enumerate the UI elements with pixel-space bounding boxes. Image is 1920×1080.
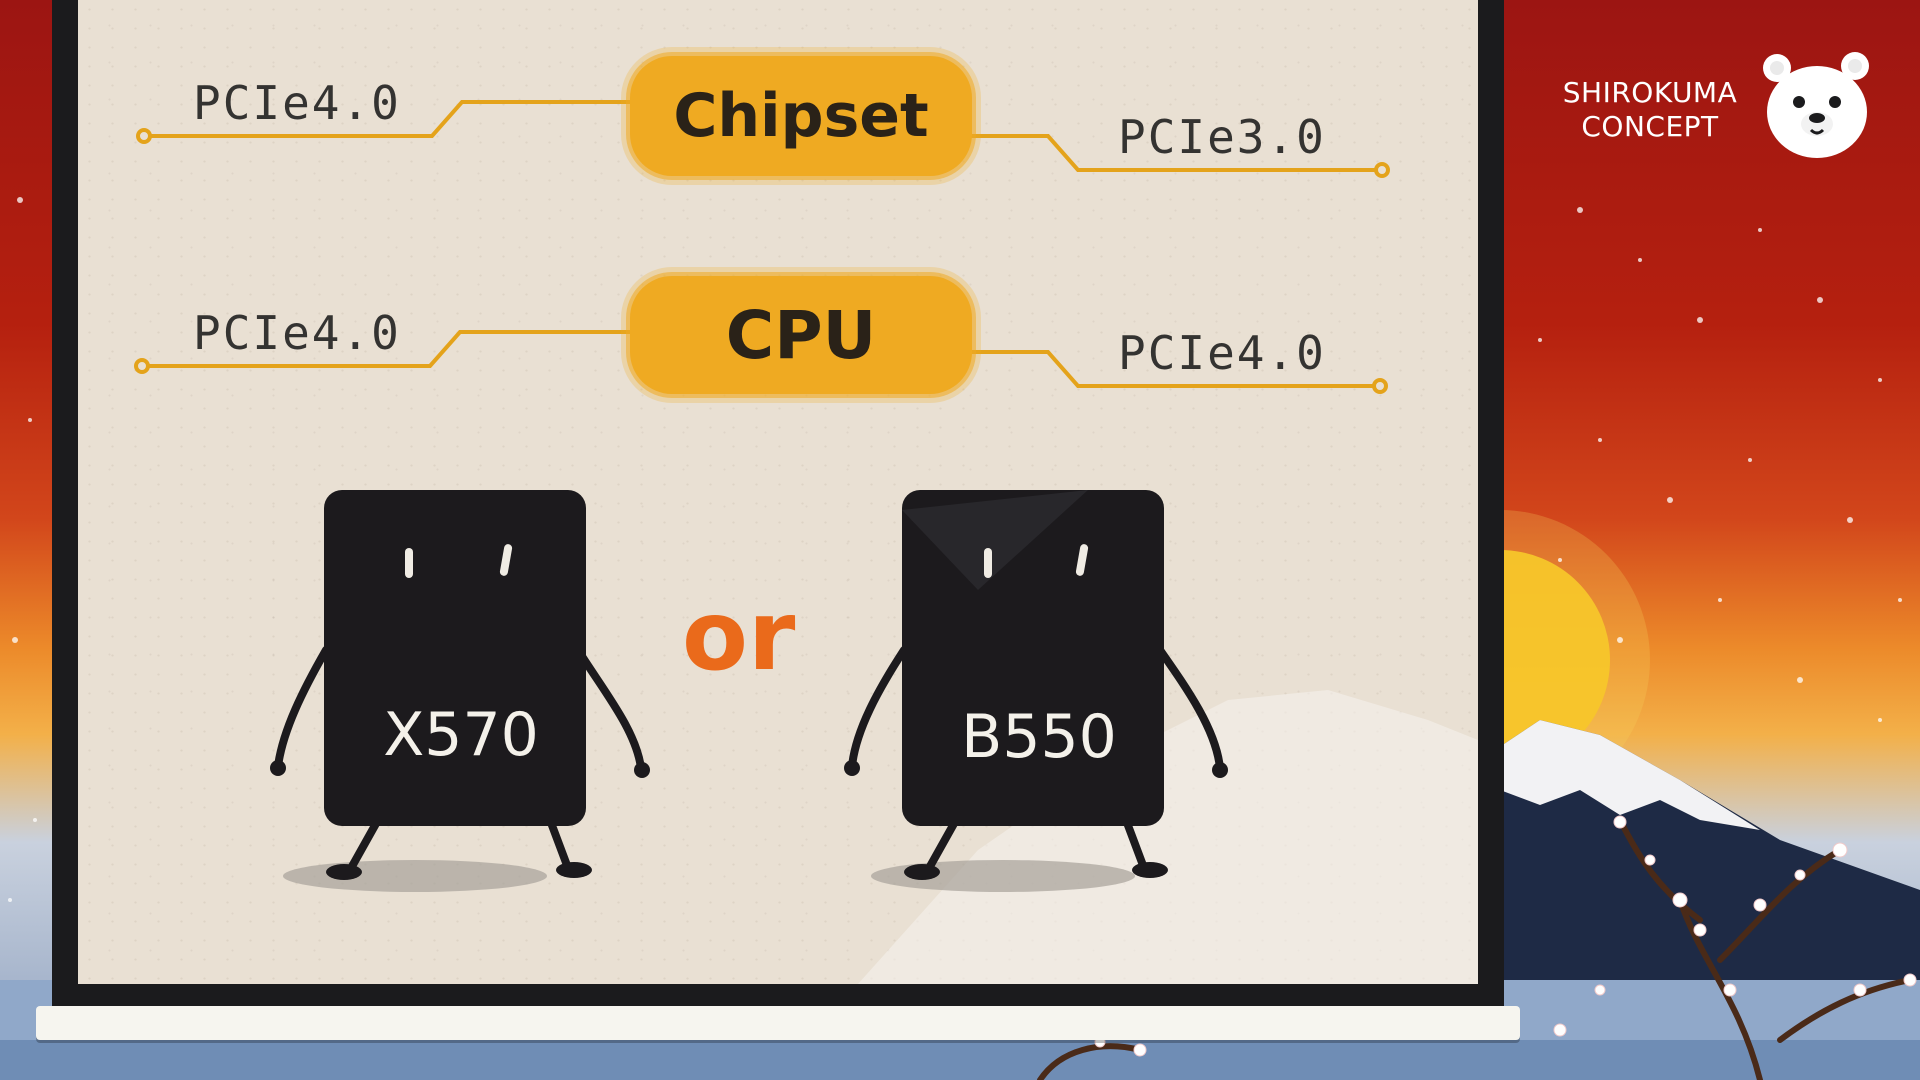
cpu-right-lane-label: PCIe4.0 [1118,326,1326,380]
cpu-label: CPU [725,296,877,374]
chipset-connectors [144,100,1382,172]
screen-paper: Chipset CPU PCIe4.0 PCIe3.0 PCIe4.0 PCIe… [78,0,1478,984]
cpu-left-lane-label: PCIe4.0 [193,306,401,360]
blossom-branch [1037,817,1913,1080]
brand-line-1: SHIROKUMA [1562,76,1738,109]
polar-bear-icon [1763,52,1869,158]
cpu-block: CPU [630,276,972,394]
faded-mountain [858,690,1478,984]
blossom-flowers [1094,815,1917,1057]
brand-line-2: CONCEPT [1581,110,1719,143]
diagram-drawing [134,100,1478,984]
cpu-connectors [142,330,1380,388]
chipset-left-lane-label: PCIe4.0 [193,76,401,130]
x570-chip-character [270,490,650,892]
cpu-left-node [134,358,150,374]
chipset-label: Chipset [673,81,929,151]
or-text: or [682,580,796,692]
brand-wordmark: SHIROKUMA CONCEPT [1555,76,1745,144]
b550-chip-label: B550 [961,702,1117,772]
b550-chip-character [844,490,1228,892]
projector-screen-bottom-bar [36,1006,1520,1040]
chipset-left-node [136,128,152,144]
chipset-block: Chipset [630,56,972,176]
chipset-right-lane-label: PCIe3.0 [1118,110,1326,164]
chipset-right-node [1374,162,1390,178]
snowflakes [8,197,1902,902]
brand-logo: SHIROKUMA CONCEPT [1555,46,1895,166]
x570-chip-label: X570 [383,700,539,770]
cpu-right-node [1372,378,1388,394]
